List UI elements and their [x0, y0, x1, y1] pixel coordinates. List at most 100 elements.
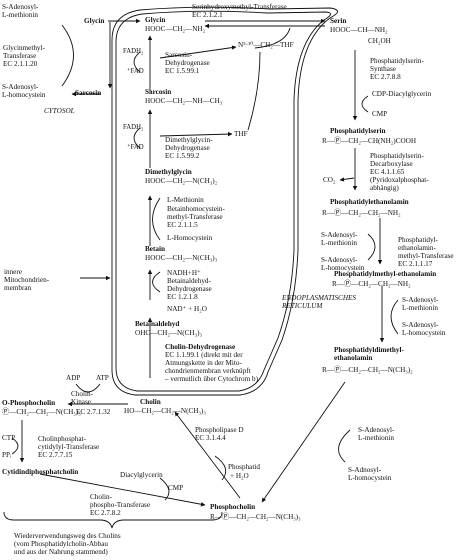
membrane-outline-outer — [111, 6, 338, 396]
arc-fad-dimethyl — [133, 127, 141, 149]
formula-cholin: HO—CH₂—CH₂—N(CH₃)₃ — [124, 407, 206, 415]
cofactor-phosphatid: Phosphatid — [228, 463, 260, 471]
node-betain: Betain — [145, 245, 165, 253]
enzyme-cholin-kinase: Cholin-Kinase — [71, 390, 93, 406]
cofactor-nadh: NADH+H⁺ — [167, 269, 201, 277]
node-n510-thf: N⁵·¹⁰—CH₂—THF — [238, 41, 294, 49]
sam-pdme: S-Adenosyl-L-methionin — [358, 426, 395, 442]
node-glycin: Glycin — [145, 16, 166, 24]
cofactor-ppi: PPᵢ — [2, 451, 12, 459]
cofactor-cmp-1: CMP — [168, 484, 184, 492]
node-cytidindiphosphatcholin: Cytidindiphosphatcholin — [2, 468, 79, 476]
formula-pe: R—Ⓟ—CH₂—CH₂—NH₂ — [322, 209, 401, 217]
cofactor-atp: ATP — [96, 374, 109, 382]
node-phosphocholin: Phosphocholin — [210, 503, 256, 511]
node-sarcosin: Sarcosin — [145, 88, 172, 96]
cofactor-l-methionin: L-Methionin — [167, 196, 204, 204]
sah-pdme: S-Adnosyl-L-homocystein — [348, 466, 392, 482]
node-dimethylglycin: Dimethylglycin — [145, 168, 192, 176]
enzyme-pe-mt: Phosphatidyl-ethanolamin-methyl-Transfer… — [398, 236, 454, 268]
formula-glycin: HOOC—CH₂—NH₂ — [145, 25, 206, 33]
formula-betain: HOOC—CH₂—N(CH₃)₃ — [145, 254, 218, 262]
arc-atp-adp — [75, 383, 101, 393]
sam-glycinmethyl: S-Adenosyl-L-methionin — [2, 3, 39, 19]
node-sarcosin-left: Sarcosin — [75, 89, 102, 97]
cofactor-fad-2: ⁺FAD — [127, 144, 144, 151]
sam-pe: S-Adenosyl-L-methionin — [321, 231, 358, 247]
cofactor-fadh2-1: FADH₂ — [123, 48, 144, 55]
arc-fad-sarcosin — [133, 51, 141, 73]
arrow-co2 — [339, 177, 355, 182]
cofactor-h2o: + H₂O — [230, 472, 249, 480]
node-phosphatidylserin: Phosphatidylserin — [330, 127, 386, 135]
enzyme-cholin-kinase-ec: EC 2.7.1.32 — [76, 408, 111, 416]
arrow-pdme-to-phosphocholin — [261, 381, 346, 503]
region-cytosol: CYTOSOL — [44, 107, 75, 115]
arc-sam-pe — [367, 233, 376, 261]
arc-nad — [152, 271, 161, 293]
sah-glycinmethyl: S-Adenosyl-L-homocystein — [2, 83, 46, 99]
formula-o-phosphocholin: Ⓟ—CH₂—CH₂—N(CH₃)₃ — [2, 408, 81, 416]
membrane-outline-inner — [115, 10, 331, 392]
cofactor-cmp-2: CMP — [372, 110, 388, 118]
arc-ctp-ppi — [11, 437, 19, 455]
node-pdme: Phosphatidyldimethyl-ethanolamin — [334, 346, 404, 362]
node-thf: THF — [234, 130, 248, 138]
node-serin: Serin — [330, 17, 347, 25]
cofactor-fad-1: ⁺FAD — [127, 68, 144, 75]
node-pme: Phosphatidylmethyl-ethanolamin — [334, 270, 437, 278]
arc-sam-pdme — [338, 429, 351, 463]
cofactor-nad: NAD⁺ + H₂O — [167, 305, 207, 313]
formula-serin: HOOC—CH—NH₂ — [330, 26, 388, 34]
formula-pme: R—Ⓟ—CH₂—CH₂—NH₂ — [332, 280, 411, 288]
formula-serin-ch2oh: CH₂OH — [368, 37, 391, 45]
node-glycin-left: Glycin — [84, 17, 105, 25]
footer-brace — [3, 511, 223, 529]
arc-methionin — [152, 197, 161, 241]
sam-pme: S-Adenosyl-L-methionin — [402, 296, 439, 312]
cofactor-cdp-diacylglycerin: CDP-Diacylglycerin — [372, 90, 432, 98]
arrow-to-n510 — [159, 45, 237, 59]
cofactor-l-homocystein: L-Homocystein — [167, 234, 213, 242]
arc-thf-loop — [254, 27, 291, 49]
cofactor-diacylglycerin: Diacylglycerin — [120, 471, 163, 479]
arc-diacylglycerin — [159, 477, 170, 501]
thf-up-line — [247, 51, 261, 131]
node-o-phosphocholin: O-Phosphocholin — [2, 399, 56, 407]
arrow-phosphocholin-to-cholin — [174, 411, 241, 499]
formula-betainaldehyd: OHC—CH₂—N(CH₃)₃ — [135, 329, 203, 337]
arc-sam-glycinmethyl — [61, 24, 74, 87]
arc-cdp — [361, 95, 369, 113]
arc-phosphatid — [214, 455, 227, 481]
formula-pdme: R—Ⓟ—CH₂—CH₂—N(CH₃)₂ — [322, 366, 413, 374]
cofactor-adp: ADP — [66, 374, 81, 382]
sah-pe: S-Adenosyl-L-homocystein — [321, 256, 365, 272]
node-betainaldehyd: Betainaldehyd — [135, 320, 180, 328]
cofactor-ctp: CTP — [2, 434, 16, 442]
formula-dimethylglycin: HOOC—CH₂—N(CH₃)₂ — [145, 177, 218, 185]
arc-sam-pme — [390, 299, 399, 335]
sah-pme: S-Adenosyl-L-homocystein — [402, 321, 446, 337]
node-cholin: Cholin — [140, 398, 161, 406]
formula-phosphatidylserin: R—Ⓟ—CH₂—CH(NH₂)COOH — [322, 137, 417, 145]
formula-phosphocholin: R—Ⓟ—CH₂—CH₂—N(CH₃)₃ — [210, 513, 301, 521]
arrow-to-thf — [159, 131, 233, 137]
cofactor-co2: CO₂ — [323, 176, 336, 184]
formula-sarcosin: HOOC—CH₂—NH—CH₃ — [145, 97, 223, 105]
node-pe: Phosphatidylethanolamin — [330, 198, 409, 206]
